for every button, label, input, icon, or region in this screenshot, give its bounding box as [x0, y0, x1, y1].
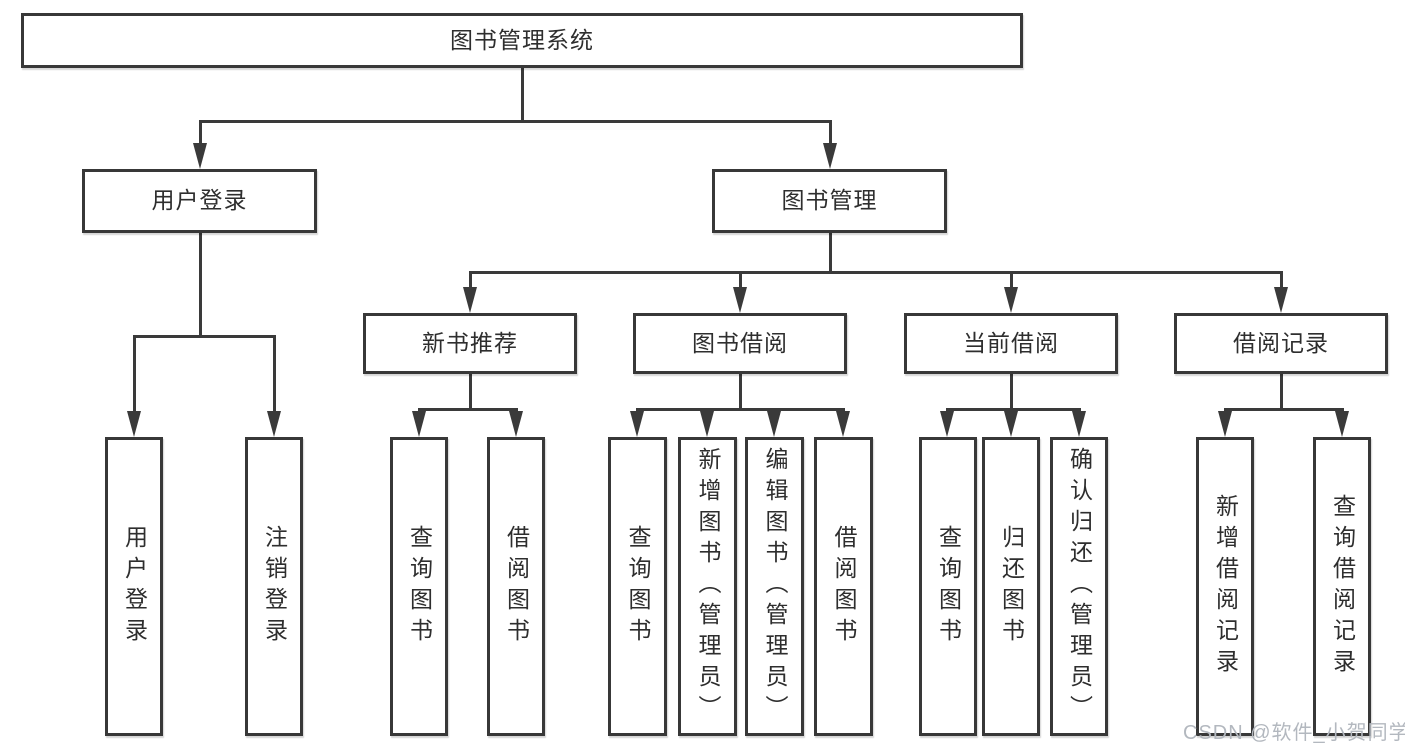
node-login-logout-label: 注销登录 [261, 524, 288, 649]
node-current-confirm-return-admin-label: 确认归还（管理员） [1066, 447, 1093, 726]
connector-root-stem [521, 68, 524, 120]
node-borrow-records: 借阅记录 [1174, 313, 1388, 374]
node-root-label: 图书管理系统 [450, 26, 594, 53]
arrow-down-icon [1072, 411, 1086, 437]
connector-drop [739, 271, 742, 291]
arrow-down-icon [412, 411, 426, 437]
connector-drop [1280, 271, 1283, 291]
connector-drop [133, 335, 136, 413]
connector-drop [273, 335, 276, 413]
node-login-user: 用户登录 [105, 437, 163, 736]
connector-records-rail [1224, 408, 1344, 411]
arrow-down-icon [836, 411, 850, 437]
connector-borrow-stem [739, 372, 742, 408]
node-borrow-query-books-label: 查询图书 [625, 524, 651, 649]
connector-mgmt-rail [469, 271, 1283, 274]
node-user-login-label: 用户登录 [151, 187, 248, 214]
node-records-add-record: 新增借阅记录 [1196, 437, 1254, 736]
node-borrow-edit-books-admin: 编辑图书（管理员） [745, 437, 804, 736]
node-current-return-books: 归还图书 [982, 437, 1040, 736]
arrow-down-icon [630, 411, 644, 437]
node-book-borrow-label: 图书借阅 [692, 329, 788, 356]
arrow-down-icon [1004, 411, 1018, 437]
arrow-down-icon [1218, 411, 1232, 437]
node-current-confirm-return-admin: 确认归还（管理员） [1050, 437, 1108, 736]
node-current-borrow-label: 当前借阅 [963, 329, 1059, 356]
arrow-down-icon [509, 411, 523, 437]
node-current-query-books: 查询图书 [919, 437, 977, 736]
arrow-down-icon [1274, 287, 1288, 313]
connector-root-rail [199, 120, 831, 123]
arrow-down-icon [1004, 287, 1018, 313]
arrow-down-icon [463, 287, 477, 313]
node-borrow-records-label: 借阅记录 [1233, 329, 1329, 356]
node-borrow-query-books: 查询图书 [608, 437, 667, 736]
connector-drop [199, 120, 202, 145]
node-borrow-borrow-books-label: 借阅图书 [831, 524, 857, 649]
node-root: 图书管理系统 [21, 13, 1023, 68]
connector-current-stem [1010, 372, 1013, 408]
connector-mgmt-stem [829, 233, 832, 273]
arrow-down-icon [267, 411, 281, 437]
node-current-return-books-label: 归还图书 [998, 524, 1025, 649]
connector-borrow-rail [636, 408, 845, 411]
node-rec-borrow-books: 借阅图书 [487, 437, 545, 736]
arrow-down-icon [940, 411, 954, 437]
node-book-borrow: 图书借阅 [633, 313, 847, 374]
connector-rec-rail [418, 408, 518, 411]
node-user-login: 用户登录 [82, 169, 317, 233]
node-rec-query-books: 查询图书 [390, 437, 448, 736]
node-borrow-add-books-admin-label: 新增图书（管理员） [695, 447, 721, 726]
connector-drop [1010, 271, 1013, 291]
node-login-user-label: 用户登录 [121, 524, 148, 649]
node-records-query-record: 查询借阅记录 [1313, 437, 1371, 736]
node-borrow-borrow-books: 借阅图书 [814, 437, 873, 736]
connector-records-stem [1280, 372, 1283, 408]
node-book-mgmt-label: 图书管理 [781, 187, 878, 214]
connector-drop [469, 271, 472, 291]
connector-drop [829, 120, 832, 145]
node-login-logout: 注销登录 [245, 437, 303, 736]
node-current-query-books-label: 查询图书 [935, 524, 962, 649]
csdn-watermark: CSDN @软件_小贺同学 [1183, 722, 1405, 744]
arrow-down-icon [823, 143, 837, 169]
node-rec-borrow-books-label: 借阅图书 [503, 524, 530, 649]
node-records-query-record-label: 查询借阅记录 [1329, 493, 1356, 680]
connector-rec-stem [469, 372, 472, 408]
node-current-borrow: 当前借阅 [904, 313, 1118, 374]
connector-login-rail [133, 335, 275, 338]
arrow-down-icon [700, 411, 714, 437]
node-new-book-recommend: 新书推荐 [363, 313, 577, 374]
node-rec-query-books-label: 查询图书 [406, 524, 433, 649]
arrow-down-icon [193, 143, 207, 169]
arrow-down-icon [127, 411, 141, 437]
node-borrow-add-books-admin: 新增图书（管理员） [678, 437, 737, 736]
arrow-down-icon [1335, 411, 1349, 437]
arrow-down-icon [733, 287, 747, 313]
arrow-down-icon [767, 411, 781, 437]
node-book-mgmt: 图书管理 [712, 169, 947, 233]
node-records-add-record-label: 新增借阅记录 [1212, 493, 1239, 680]
connector-login-stem [199, 233, 202, 335]
node-borrow-edit-books-admin-label: 编辑图书（管理员） [762, 447, 788, 726]
node-new-book-recommend-label: 新书推荐 [422, 329, 518, 356]
connector-current-rail [946, 408, 1081, 411]
